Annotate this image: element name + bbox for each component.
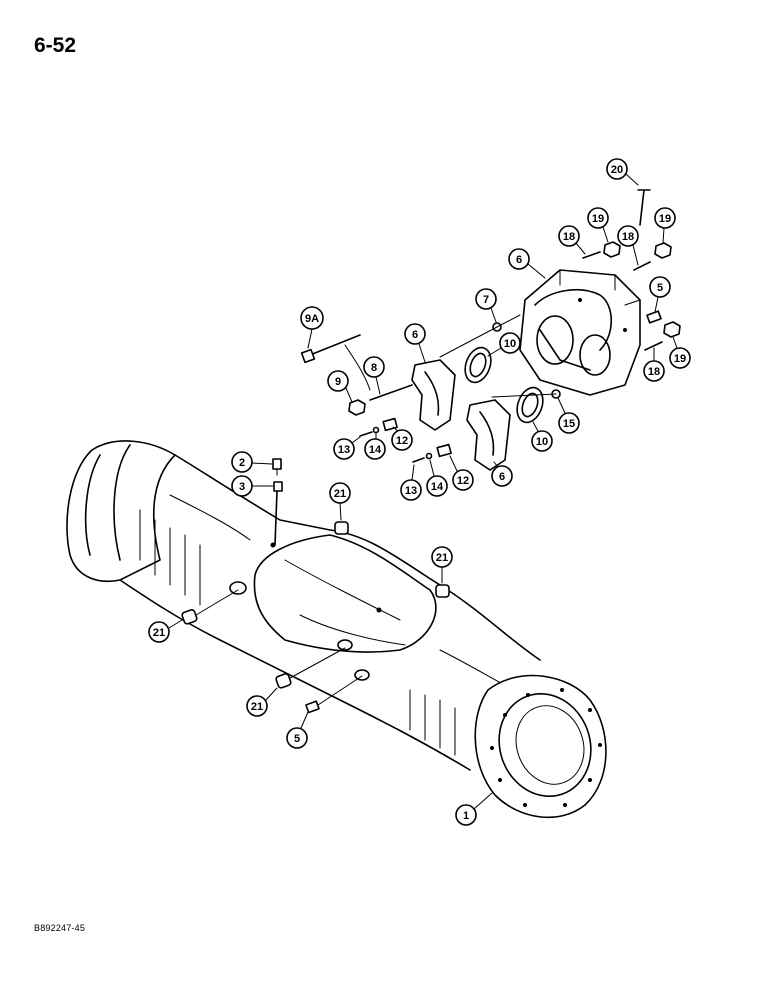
svg-text:15: 15	[563, 418, 575, 430]
svg-text:1: 1	[463, 810, 469, 822]
callout-6-c: 6	[491, 461, 513, 487]
callout-13-b: 13	[400, 464, 422, 501]
callout-10-a: 10	[487, 332, 521, 357]
svg-text:8: 8	[371, 362, 377, 374]
svg-text:13: 13	[405, 485, 417, 497]
svg-text:19: 19	[659, 213, 671, 225]
svg-text:19: 19	[674, 353, 686, 365]
svg-text:5: 5	[657, 282, 663, 294]
svg-text:6: 6	[412, 329, 418, 341]
svg-text:21: 21	[251, 701, 263, 713]
svg-text:19: 19	[592, 213, 604, 225]
bearing-adjuster-lower	[516, 386, 544, 424]
callout-9: 9	[327, 370, 353, 403]
callout-5-a: 5	[649, 276, 671, 313]
callout-21-b: 21	[431, 546, 453, 584]
callout-3: 3	[231, 475, 274, 497]
svg-text:2: 2	[239, 457, 245, 469]
carrier-housing	[519, 269, 641, 396]
svg-text:12: 12	[457, 475, 469, 487]
fasteners	[181, 189, 681, 714]
svg-text:3: 3	[239, 481, 245, 493]
svg-text:10: 10	[536, 436, 548, 448]
callout-6-b: 6	[404, 323, 426, 363]
svg-text:20: 20	[611, 164, 623, 176]
svg-text:9: 9	[335, 376, 341, 388]
callout-9a: 9A	[300, 306, 324, 349]
callout-12-a: 12	[391, 426, 413, 451]
bearing-cap-lower	[466, 399, 511, 471]
callout-19-b: 19	[654, 207, 676, 244]
svg-text:12: 12	[396, 435, 408, 447]
page-number: 6-52	[34, 34, 77, 57]
callout-13-a: 13	[333, 436, 361, 460]
callout-8: 8	[363, 356, 385, 395]
callout-14-b: 14	[426, 459, 448, 497]
svg-text:10: 10	[504, 338, 516, 350]
svg-text:13: 13	[338, 444, 350, 456]
bearing-adjuster-upper	[464, 346, 492, 384]
svg-text:7: 7	[483, 294, 489, 306]
svg-text:18: 18	[563, 231, 575, 243]
callout-6-a: 6	[508, 248, 546, 279]
callout-20: 20	[606, 158, 639, 186]
svg-text:18: 18	[648, 366, 660, 378]
svg-text:6: 6	[499, 471, 505, 483]
callout-19-a: 19	[587, 207, 609, 243]
bearing-cap-upper	[411, 359, 456, 431]
axle-housing	[66, 440, 607, 819]
callout-7: 7	[475, 288, 497, 323]
callout-1: 1	[455, 792, 493, 826]
svg-text:6: 6	[516, 254, 522, 266]
svg-text:21: 21	[153, 627, 165, 639]
callout-12-b: 12	[449, 455, 474, 491]
svg-text:9A: 9A	[305, 313, 319, 325]
svg-text:14: 14	[369, 444, 382, 456]
callout-21-a: 21	[329, 482, 351, 521]
callout-18-c: 18	[643, 347, 665, 382]
svg-text:18: 18	[622, 231, 634, 243]
callout-18-b: 18	[617, 225, 639, 266]
svg-text:14: 14	[431, 481, 444, 493]
callout-21-c: 21	[148, 619, 183, 643]
callout-21-d: 21	[246, 687, 278, 717]
callout-14-a: 14	[364, 432, 386, 460]
callout-10-b: 10	[531, 421, 553, 452]
svg-text:21: 21	[436, 552, 448, 564]
drawing-id: B892247-45	[34, 923, 86, 933]
callout-18-a: 18	[558, 225, 586, 255]
svg-text:5: 5	[294, 733, 300, 745]
callout-5-b: 5	[286, 711, 309, 749]
callout-15: 15	[557, 397, 580, 434]
svg-text:21: 21	[334, 488, 346, 500]
callout-19-c: 19	[669, 336, 691, 369]
callout-2: 2	[231, 451, 273, 473]
